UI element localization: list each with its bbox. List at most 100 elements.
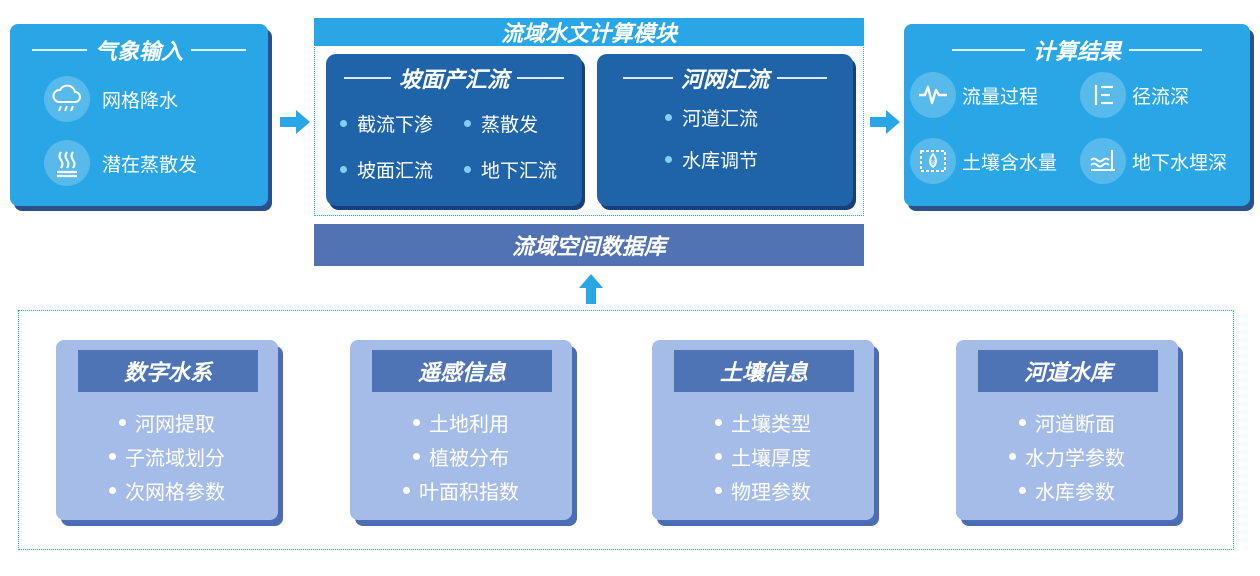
header-line-right <box>191 49 247 51</box>
soil-moisture-icon: % <box>910 138 956 184</box>
slope-runoff-panel: 坡面产汇流 截流下渗 蒸散发 坡面汇流 地下汇流 <box>326 54 582 206</box>
river-item-label: 水库调节 <box>682 150 759 172</box>
result-item-label: 地下水埋深 <box>1132 151 1228 174</box>
header-line-left <box>344 77 391 79</box>
slope-item: 地下汇流 <box>464 156 557 183</box>
flow-wave-icon <box>910 72 956 118</box>
header-line-right <box>517 77 565 79</box>
cloud-rain-icon <box>44 76 90 122</box>
bullet-dot <box>1019 419 1026 426</box>
result-item-label: 流量过程 <box>962 85 1039 108</box>
panel-header: 计算结果 <box>904 34 1250 66</box>
slope-item: 蒸散发 <box>464 110 538 137</box>
card-item: 土壤厚度 <box>652 442 874 471</box>
bullet-dot <box>715 487 722 494</box>
bullet-dot <box>340 120 347 127</box>
bullet-dot <box>413 419 420 426</box>
header-line-left <box>32 49 87 51</box>
svg-text:%: % <box>930 159 937 167</box>
result-item: 流量过程 <box>910 72 1038 118</box>
arrow-right-icon <box>870 110 900 134</box>
bullet-dot <box>464 166 471 173</box>
card-item-label: 次网格参数 <box>125 480 225 504</box>
card-item: 土壤类型 <box>652 408 874 437</box>
river-title: 河网汇流 <box>681 68 770 93</box>
results-panel: 计算结果 流量过程 径流深 % 土壤含水量 <box>904 24 1250 206</box>
card-item: 水力学参数 <box>956 442 1178 471</box>
bullet-dot <box>665 156 672 163</box>
card-item-label: 物理参数 <box>731 480 811 504</box>
card-item-label: 河道断面 <box>1035 412 1115 436</box>
card-soil-info: 土壤信息 土壤类型 土壤厚度 物理参数 <box>652 340 874 520</box>
result-item-label: 径流深 <box>1132 85 1190 108</box>
slope-item-label: 蒸散发 <box>481 114 539 136</box>
card-item: 次网格参数 <box>56 476 278 505</box>
river-item: 河道汇流 <box>665 104 758 131</box>
input-item-label: 潜在蒸散发 <box>102 153 198 176</box>
bullet-dot <box>403 487 410 494</box>
bullet-dot <box>119 419 126 426</box>
slope-item-label: 坡面汇流 <box>357 160 434 182</box>
spatial-database-bar: 流域空间数据库 <box>314 224 864 266</box>
groundwater-icon <box>1080 138 1126 184</box>
result-item: % 土壤含水量 <box>910 138 1057 184</box>
panel-header: 气象输入 <box>10 34 268 66</box>
meteorological-input-panel: 气象输入 网格降水 潜在蒸散发 <box>10 24 268 206</box>
card-title: 河道水库 <box>978 350 1158 392</box>
input-item-rain: 网格降水 <box>44 76 178 122</box>
bullet-dot <box>715 453 722 460</box>
arrow-right-icon <box>280 110 310 134</box>
card-title: 遥感信息 <box>372 350 552 392</box>
header-line-left <box>952 49 1025 51</box>
card-item: 河道断面 <box>956 408 1178 437</box>
header-line-right <box>777 77 828 79</box>
card-item: 植被分布 <box>350 442 572 471</box>
card-river-reservoir: 河道水库 河道断面 水力学参数 水库参数 <box>956 340 1178 520</box>
card-item-label: 土地利用 <box>429 412 509 436</box>
slope-item-label: 地下汇流 <box>481 160 558 182</box>
card-item: 河网提取 <box>56 408 278 437</box>
header-line-right <box>1129 49 1203 51</box>
card-item-label: 土壤类型 <box>731 412 811 436</box>
card-remote-sensing: 遥感信息 土地利用 植被分布 叶面积指数 <box>350 340 572 520</box>
slope-item: 截流下渗 <box>340 110 433 137</box>
card-item: 子流域划分 <box>56 442 278 471</box>
data-sources-frame <box>18 310 1234 550</box>
result-item: 径流深 <box>1080 72 1189 118</box>
bullet-dot <box>665 114 672 121</box>
bullet-dot <box>464 120 471 127</box>
input-item-evap: 潜在蒸散发 <box>44 140 197 186</box>
card-item: 叶面积指数 <box>350 476 572 505</box>
bullet-dot <box>413 453 420 460</box>
results-title: 计算结果 <box>1033 40 1122 65</box>
input-item-label: 网格降水 <box>102 89 179 112</box>
bullet-dot <box>715 419 722 426</box>
card-title: 土壤信息 <box>674 350 854 392</box>
module-title: 流域水文计算模块 <box>314 18 864 47</box>
card-item-label: 水力学参数 <box>1025 446 1125 470</box>
bullet-dot <box>340 166 347 173</box>
result-item: 地下水埋深 <box>1080 138 1227 184</box>
bullet-dot <box>109 487 116 494</box>
panel-header: 河网汇流 <box>597 62 853 94</box>
result-item-label: 土壤含水量 <box>962 151 1058 174</box>
card-digital-water-system: 数字水系 河网提取 子流域划分 次网格参数 <box>56 340 278 520</box>
river-item-label: 河道汇流 <box>682 108 759 130</box>
card-item-label: 子流域划分 <box>125 446 225 470</box>
card-item: 物理参数 <box>652 476 874 505</box>
slope-item: 坡面汇流 <box>340 156 433 183</box>
card-item-label: 河网提取 <box>135 412 215 436</box>
card-item-label: 水库参数 <box>1035 480 1115 504</box>
panel-header: 坡面产汇流 <box>326 62 582 94</box>
card-item: 水库参数 <box>956 476 1178 505</box>
header-line-left <box>623 77 673 79</box>
bullet-dot <box>109 453 116 460</box>
bullet-dot <box>1009 453 1016 460</box>
evaporation-icon <box>44 140 90 186</box>
card-title: 数字水系 <box>78 350 258 392</box>
card-item-label: 土壤厚度 <box>731 446 811 470</box>
card-item-label: 叶面积指数 <box>419 480 519 504</box>
slope-item-label: 截流下渗 <box>357 114 434 136</box>
runoff-icon <box>1080 72 1126 118</box>
card-item: 土地利用 <box>350 408 572 437</box>
